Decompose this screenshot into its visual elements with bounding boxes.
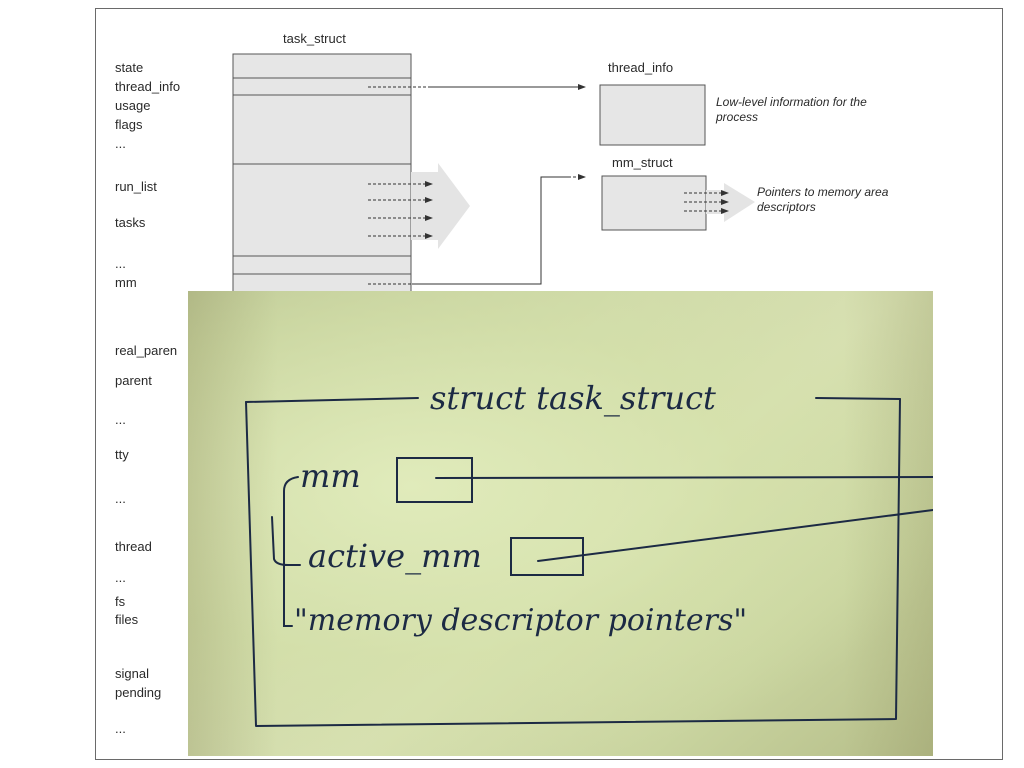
field-ellipsis: ... — [115, 721, 126, 736]
handwritten-mm-label: mm — [300, 457, 361, 495]
frame-line — [245, 398, 901, 727]
field-fs: fs — [115, 594, 126, 609]
field-thread: thread — [115, 539, 152, 554]
field-ellipsis: ... — [115, 256, 126, 271]
handwritten-active-mm-label: active_mm — [308, 537, 482, 575]
mm-struct-note: Pointers to memory area descriptors — [757, 185, 889, 214]
mm-pointer-line — [435, 476, 933, 479]
field-pending: pending — [115, 685, 162, 700]
field-ellipsis: ... — [115, 412, 126, 427]
mm-pointer — [412, 176, 568, 285]
active-mm-pointer-box — [510, 537, 584, 576]
field-files: files — [115, 612, 139, 627]
thread-info-box — [599, 84, 706, 146]
handwritten-title: struct task_struct — [430, 379, 716, 417]
field-state: state — [115, 60, 144, 75]
field-real-parent: real_paren — [115, 343, 178, 358]
field-ellipsis: ... — [115, 136, 126, 151]
field-ellipsis: ... — [115, 570, 126, 585]
task-struct-title: task_struct — [283, 31, 346, 46]
task-struct-box — [232, 53, 412, 295]
thread-info-note: Low-level information for the process — [716, 95, 867, 124]
frame-line — [245, 397, 419, 403]
field-parent: parent — [115, 373, 152, 388]
photo-shading — [188, 291, 933, 756]
field-thread-info: thread_info — [115, 79, 181, 94]
frame-line — [815, 397, 901, 400]
mm-struct-title: mm_struct — [612, 155, 673, 170]
handwritten-note-photo: struct task_struct mm active_mm "memory … — [188, 291, 933, 756]
field-usage: usage — [115, 98, 151, 113]
field-signal: signal — [115, 666, 149, 681]
field-ellipsis: ... — [115, 491, 126, 506]
field-tty: tty — [115, 447, 129, 462]
active-mm-pointer-line — [537, 509, 933, 562]
mm-struct-box — [601, 175, 707, 231]
bracket-line — [271, 516, 301, 566]
bracket-line — [283, 476, 299, 627]
memory-area-big-arrow — [706, 183, 755, 222]
handwritten-note: "memory descriptor pointers" — [294, 603, 748, 638]
field-tasks: tasks — [115, 215, 146, 230]
field-run-list: run_list — [115, 179, 157, 194]
thread-info-title: thread_info — [608, 60, 674, 75]
handwritten-drawing — [245, 397, 933, 727]
field-flags: flags — [115, 117, 143, 132]
mm-pointer-box — [396, 457, 473, 503]
field-mm: mm — [115, 275, 137, 290]
